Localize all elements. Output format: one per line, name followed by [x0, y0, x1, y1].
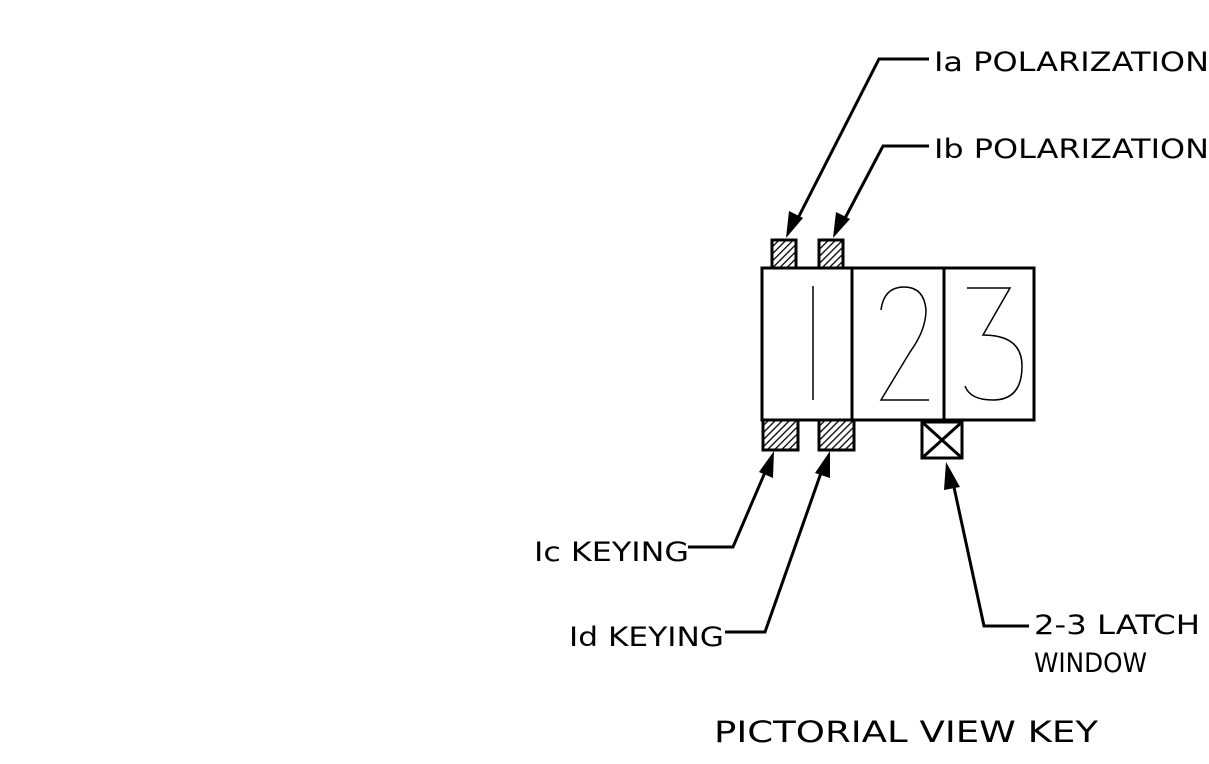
- latch-window-box: [920, 420, 964, 460]
- id-arrowhead-icon: [815, 451, 830, 478]
- latch-window-label-line2: WINDOW: [1034, 648, 1147, 679]
- ib-polarization-label: Ib POLARIZATION: [934, 134, 1209, 165]
- ib-leader: [841, 144, 929, 223]
- labels: Ia POLARIZATION Ib POLARIZATION Ic KEYIN…: [534, 47, 1209, 749]
- diagram-title: PICTORIAL VIEW KEY: [714, 715, 1098, 749]
- pins: [761, 238, 856, 452]
- ic-leader: [688, 469, 768, 549]
- cell-digits: [812, 286, 1023, 401]
- ia-leader: [794, 57, 929, 223]
- ic-keying-pin: [761, 418, 800, 452]
- ib-polarization-pin: [817, 238, 845, 270]
- cell-3-outline: [942, 266, 1036, 422]
- ib-arrowhead-icon: [833, 212, 850, 238]
- ic-arrowhead-icon: [759, 451, 774, 478]
- cell-2-outline: [850, 266, 946, 422]
- ic-keying-label: Ic KEYING: [534, 537, 689, 568]
- ia-polarization-pin: [770, 238, 798, 270]
- leaders: [688, 57, 1029, 634]
- ia-polarization-label: Ia POLARIZATION: [934, 47, 1209, 78]
- latch-arrowhead-icon: [944, 462, 960, 490]
- digit-3: [964, 287, 1023, 401]
- ia-arrowhead-icon: [786, 211, 803, 238]
- id-keying-pin: [817, 418, 856, 452]
- latch-window-label-line1: 2-3 LATCH: [1034, 610, 1200, 641]
- arrowheads: [759, 211, 960, 490]
- latch-leader: [950, 477, 1029, 628]
- id-leader: [725, 469, 824, 634]
- id-keying-label: Id KEYING: [569, 622, 724, 653]
- cell-1-outline: [760, 266, 854, 422]
- connector-body: [760, 266, 1036, 422]
- digit-2: [879, 286, 929, 401]
